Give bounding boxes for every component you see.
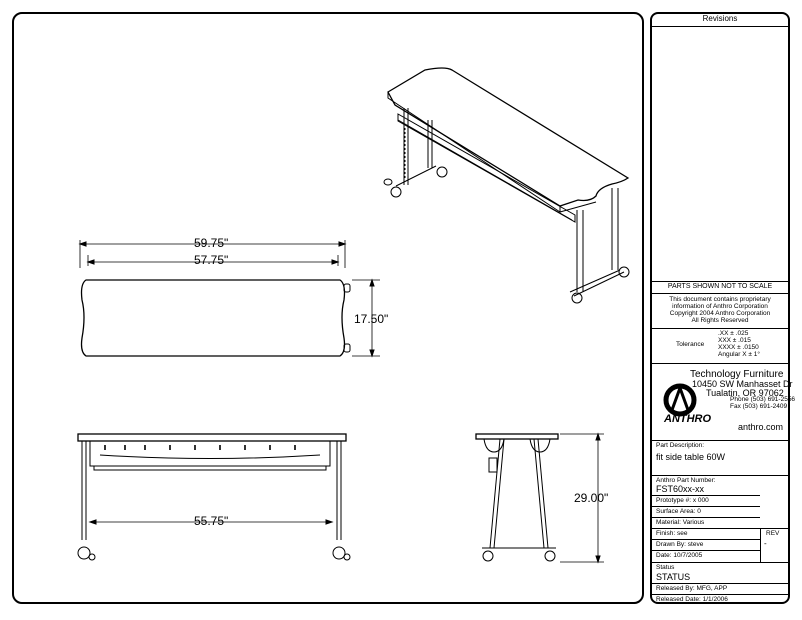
divider [652,539,760,540]
divider [652,495,760,496]
prototype-number: Prototype #: x 000 [656,497,709,504]
divider [652,594,788,595]
company-address-2: Tualatin, OR 97062 [706,388,784,398]
divider [652,293,788,294]
tolerance-value: XXXX ± .0150 [718,344,759,351]
part-number: FST60xx-xx [656,484,705,494]
drawing-border [12,12,644,604]
tolerance-value: .XX ± .025 [718,330,749,337]
dim-top-inner: 57.75" [194,253,229,267]
divider [652,583,788,584]
divider [652,517,760,518]
title-block-border [650,12,790,604]
divider [652,363,788,364]
material: Material: Various [656,519,705,526]
dim-top-overall: 59.75" [194,236,229,250]
anthro-logo [663,383,697,417]
divider [652,328,788,329]
divider [652,281,788,282]
drawn-by: Drawn By: steve [656,541,704,548]
status-label: Status [656,564,675,571]
front-view [77,433,351,561]
top-view [78,240,380,358]
surface-area: Surface Area: 0 [656,508,701,515]
part-description: fit side table 60W [656,452,726,462]
logo-text: ANTHRO [664,413,712,425]
part-description-label: Part Description: [656,442,705,449]
proprietary-line: This document contains proprietary [669,296,771,303]
divider [652,562,788,563]
company-tagline: Technology Furniture [690,369,784,380]
divider [652,506,760,507]
dim-leg-span: 55.75" [194,514,229,528]
company-phone: Phone (503) 691-2556 [730,396,796,403]
divider [652,528,788,529]
divider [652,475,788,476]
status-value: STATUS [656,572,691,582]
dim-depth: 17.50" [354,312,389,326]
side-view [475,432,604,564]
finish: Finish: see [656,530,688,537]
released-by: Released By: MFG, APP [656,585,728,592]
dim-height: 29.00" [574,491,609,505]
divider [652,440,788,441]
part-number-label: Anthro Part Number: [656,477,716,484]
divider [760,528,761,562]
isometric-view [383,67,630,304]
revisions-title: Revisions [702,14,738,23]
tolerance-value: XXX ± .015 [718,337,751,344]
released-date: Released Date: 1/1/2006 [656,596,728,603]
tolerance-value: Angular X ± 1° [718,351,760,358]
parts-note: PARTS SHOWN NOT TO SCALE [667,283,773,290]
proprietary-line: All Rights Reserved [691,317,749,324]
rev-value: - [764,539,767,548]
company-fax: Fax (503) 691-2409 [730,403,788,410]
proprietary-line: Copyright 2004 Anthro Corporation [669,310,771,317]
company-address-1: 10450 SW Manhasset Dr [692,379,793,389]
tolerance-label: Tolerance [676,341,705,348]
drawing-date: Date: 10/7/2005 [656,552,703,559]
proprietary-line: information of Anthro Corporation [672,303,768,310]
rev-label: REV [766,530,780,537]
divider [652,550,760,551]
company-website: anthro.com [738,422,784,432]
divider [652,26,788,27]
